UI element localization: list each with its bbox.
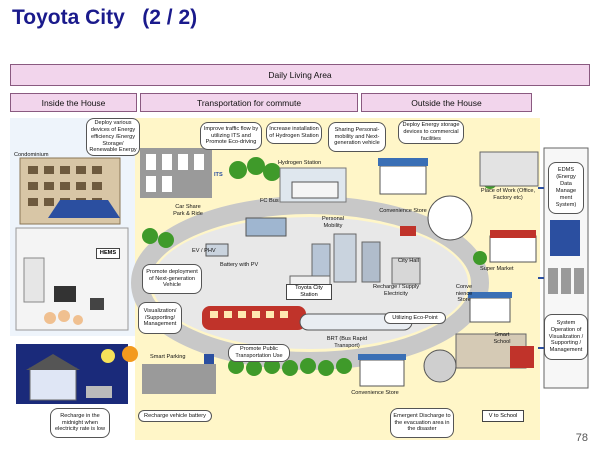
super-market-roof [490, 230, 536, 238]
parking-sign-icon [204, 354, 214, 364]
convenience-store-right [469, 297, 511, 323]
factory-building [479, 151, 539, 187]
label-personal-mobility: Personal Mobility [321, 216, 345, 229]
label-city-hall: City Hall [398, 258, 419, 264]
red-ev-car [400, 226, 416, 236]
label-car-share: Car Share Park & Ride [173, 204, 203, 217]
callout-deploy-storage-commercial: Deploy Energy storage devices to commerc… [398, 120, 464, 144]
band-daily-living-area: Daily Living Area [10, 64, 590, 86]
thought-bubble [427, 195, 473, 241]
refrigerator [23, 257, 45, 303]
label-smart-school: Smart School [493, 332, 511, 345]
toyota-city-illustration: Deploy various devices of Energy efficie… [10, 118, 590, 440]
edms-screen-icon [550, 220, 580, 256]
truck [245, 217, 287, 237]
family-person-3 [73, 315, 83, 325]
family-person-2 [58, 310, 70, 322]
label-v-to-school: V to School [482, 410, 524, 422]
page-title: Toyota City (2 / 2) [12, 6, 198, 29]
callout-promote-public: Promote Public Transportation Use [228, 344, 290, 362]
office-tower-3 [361, 241, 381, 283]
parking-cars [146, 154, 204, 192]
night-house-roof [26, 354, 80, 370]
label-hydrogen-station: Hydrogen Station [278, 160, 322, 166]
callout-deploy-energy-devices: Deploy various devices of Energy efficie… [86, 118, 140, 156]
convenience-store-top [379, 165, 427, 195]
super-market-building [489, 235, 537, 263]
label-convenience-store-bottom: Convenience Store [351, 390, 399, 396]
convenience-store-right-roof [468, 292, 512, 298]
sun-icon [122, 346, 138, 362]
callout-emergent-discharge: Emergent Discharge to the evacuation are… [390, 408, 454, 438]
label-hems: HEMS [96, 248, 120, 259]
tree-group [142, 157, 497, 376]
label-battery-pv: Battery with PV [220, 262, 259, 268]
label-ev-phv: EV / PHV [192, 248, 216, 254]
hems-monitor [90, 298, 104, 310]
callout-improve-traffic: Improve traffic flow by utilizing ITS an… [200, 122, 262, 150]
convenience-store-top-roof [378, 158, 428, 166]
label-convenience-store-right: Conve nience Store [455, 284, 473, 304]
callout-recharge-vehicle-battery: Recharge vehicle battery [138, 410, 212, 422]
emergency-evacuation-area [423, 349, 457, 383]
label-super-market: Super Market [480, 266, 514, 272]
label-toyota-city-station: Toyota City Station [286, 284, 332, 300]
label-recharge-supply: Recharge / Supply Electricity [372, 284, 420, 297]
label-convenience-store-top: Convenience Store [379, 208, 427, 214]
callout-promote-next-gen: Promote deployment of Next-generation Ve… [142, 264, 202, 294]
school-gym [510, 346, 534, 368]
charging-car [86, 386, 112, 398]
server-rack-icons [548, 268, 584, 294]
convenience-store-bottom-roof [358, 354, 406, 360]
band-transportation-for-commute: Transportation for commute [140, 93, 358, 112]
solar-panel-roof [48, 200, 120, 218]
label-fc-bus: FC Bus [260, 198, 279, 204]
callout-hydrogen-increase: Increase installation of Hydrogen Statio… [266, 122, 322, 144]
band-outside-the-house: Outside the House [361, 93, 532, 112]
label-smart-parking: Smart Parking [150, 354, 186, 360]
callout-edms: EDMS (Energy Data Manage ment System) [548, 162, 584, 214]
callout-sharing-mobility: Sharing Personal-mobility and Next-gener… [328, 122, 386, 152]
label-its: ITS [214, 172, 223, 178]
callout-system-operation: System Operation of Visualization / Supp… [544, 314, 588, 360]
city-hall-building [391, 257, 421, 285]
family-person-1 [44, 312, 56, 324]
ev-phv-car [205, 243, 229, 257]
smart-parking-lot [142, 364, 216, 394]
convenience-store-bottom [359, 359, 405, 387]
moon-icon [101, 349, 115, 363]
callout-utilizing-eco-point: Utilizing Eco-Point [384, 312, 446, 324]
night-house [29, 367, 77, 401]
red-train-windows [210, 311, 288, 318]
callout-recharge-midnight: Recharge in the midnight when electricit… [50, 408, 110, 438]
label-condominium: Condominium [14, 152, 49, 158]
label-brt: BRT (Bus Rapid Transport) [326, 336, 368, 349]
callout-visualization-mgmt: Visualization/ /Supporting/ Management [138, 302, 182, 334]
television [54, 286, 76, 302]
office-tower-2 [333, 233, 357, 283]
page-number: 78 [575, 432, 588, 444]
band-inside-the-house: Inside the House [10, 93, 137, 112]
label-place-of-work: Place of Work (Office, Factory etc) [480, 188, 536, 201]
fc-bus [291, 181, 339, 199]
